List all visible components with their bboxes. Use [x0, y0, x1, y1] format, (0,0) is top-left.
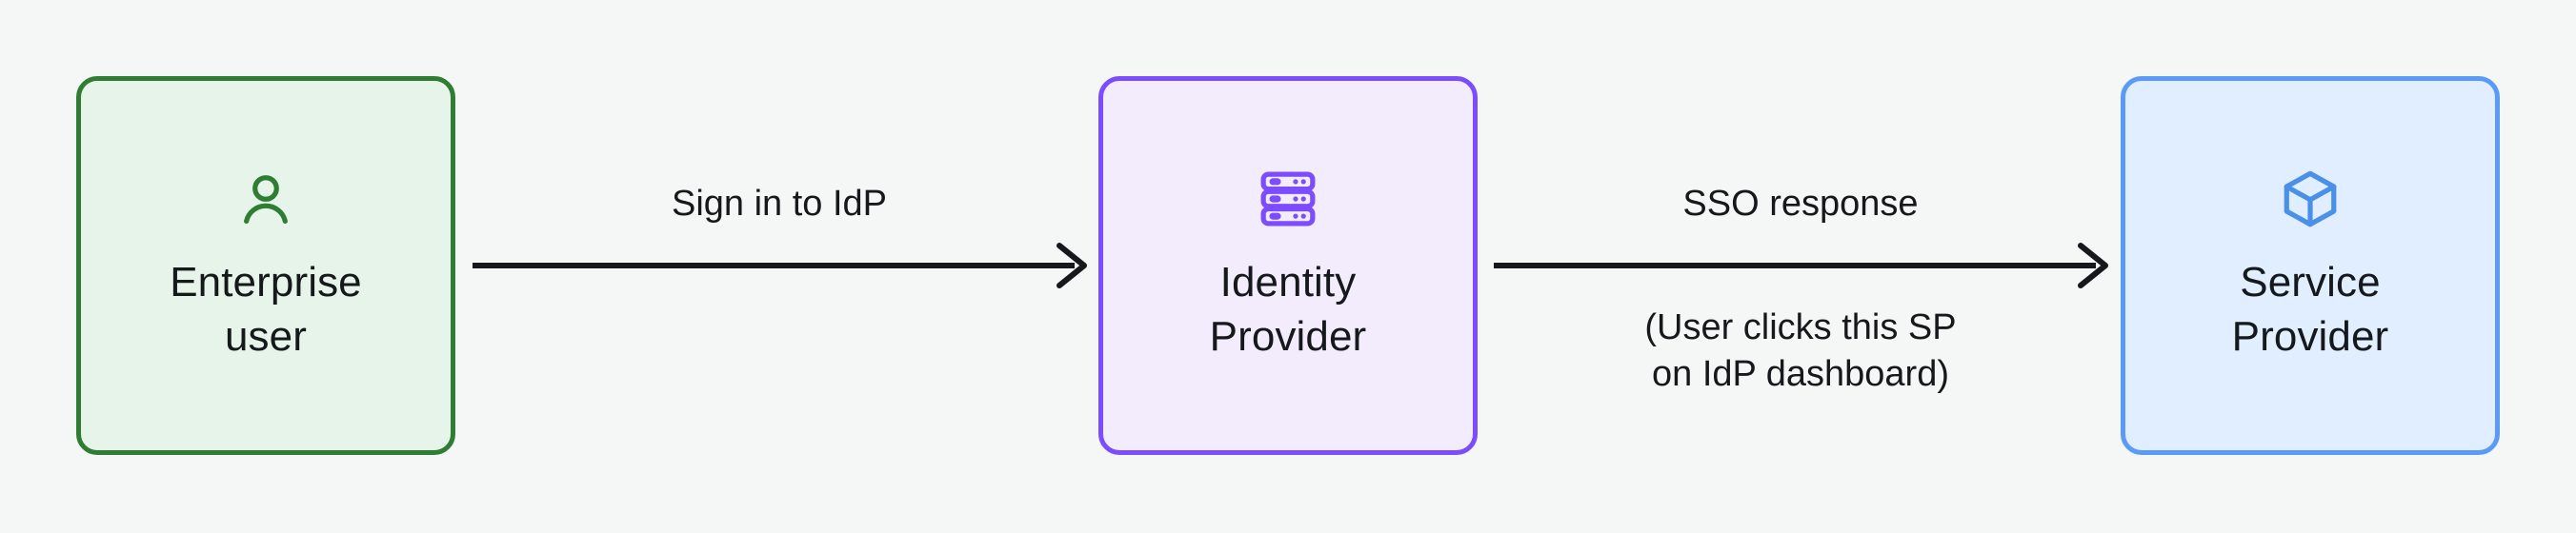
node-enterprise-user[interactable]: Enterprise user [76, 76, 455, 455]
user-icon [234, 168, 297, 230]
node-label-enterprise-user: Enterprise user [170, 258, 362, 360]
server-rack-icon [1257, 168, 1319, 230]
node-label-service-provider: Service Provider [2231, 258, 2389, 360]
node-service-provider[interactable]: Service Provider [2121, 76, 2500, 455]
node-identity-provider[interactable]: Identity Provider [1098, 76, 1478, 455]
cube-icon [2279, 168, 2342, 230]
arrowhead-icon [2078, 243, 2108, 288]
edge-sublabel-user-clicks-sp: (User clicks this SP on IdP dashboard) [1644, 307, 1957, 394]
arrowhead-icon [1057, 243, 1087, 288]
edge-label-sso-response: SSO response [1682, 184, 1919, 224]
edge-label-sign-in-to-idp: Sign in to IdP [671, 184, 888, 224]
node-label-identity-provider: Identity Provider [1209, 258, 1367, 360]
